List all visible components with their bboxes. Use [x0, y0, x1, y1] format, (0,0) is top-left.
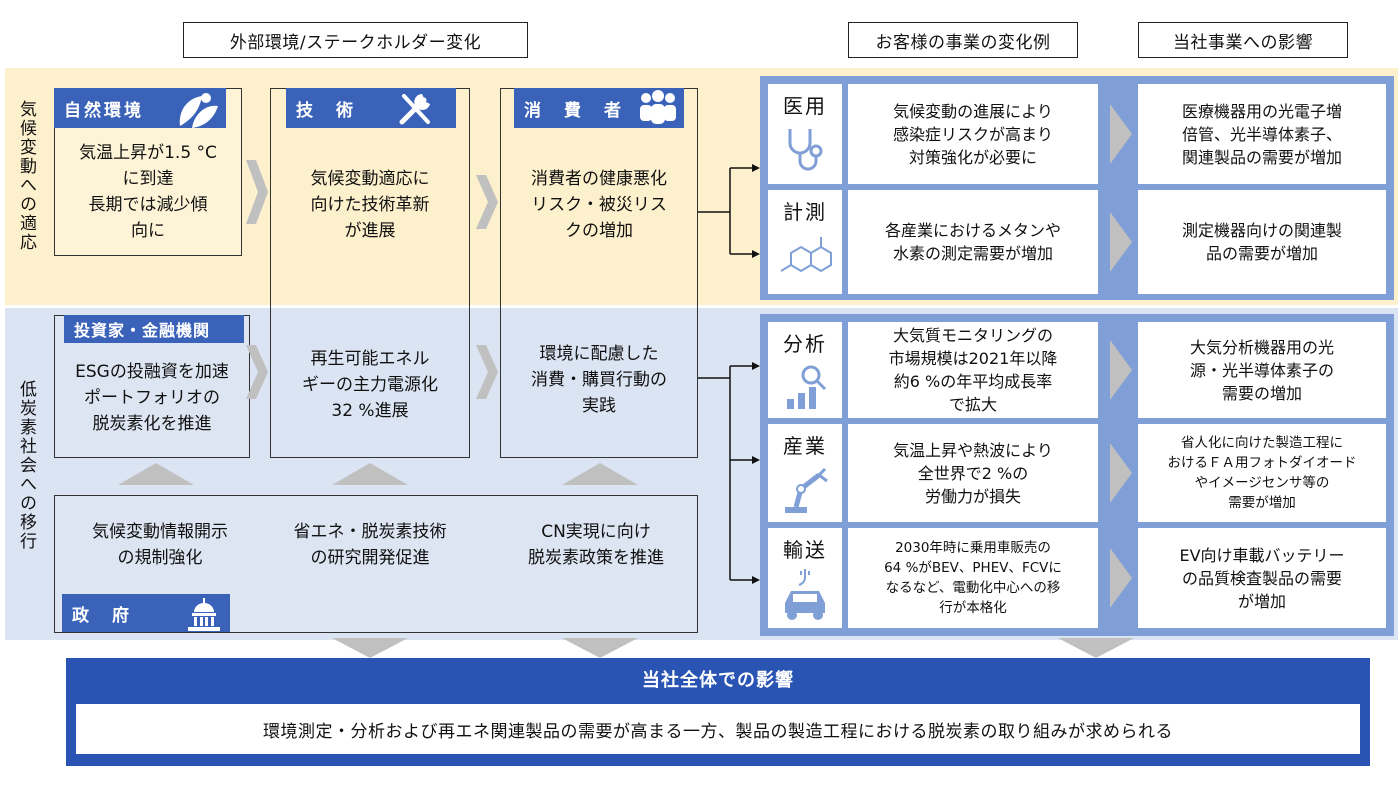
leaf-nature-icon: [172, 88, 222, 132]
bottom-title: 当社全体での影響: [642, 670, 794, 691]
investor-title-label: 投資家・金融機関: [74, 321, 211, 340]
bottom-text: 環境測定・分析および再エネ関連製品の需要が高まる一方、製品の製造工程における脱炭…: [76, 704, 1360, 754]
row-medical-label: 医用: [783, 94, 827, 118]
government-item2: 省エネ・脱炭素技術 の研究開発促進: [293, 522, 447, 568]
header-customer: お客様の事業の変化例: [848, 22, 1078, 58]
investor-title: 投資家・金融機関: [64, 315, 244, 343]
row-measurement-arrow: [1110, 212, 1132, 272]
row-industry-label: 産業: [783, 434, 827, 458]
header-customer-label: お客様の事業の変化例: [875, 32, 1051, 53]
row-transport-arrow: [1110, 548, 1132, 608]
arrow-right-1: [246, 160, 268, 224]
bottom-text-label: 環境測定・分析および再エネ関連製品の需要が高まる一方、製品の製造工程における脱炭…: [263, 721, 1173, 742]
row-measurement: 計測: [768, 190, 842, 294]
arrow-up-2: [332, 463, 408, 485]
arrow-down-2: [562, 638, 638, 658]
row-measurement-impact: 測定機器向けの関連製 品の需要が増加: [1138, 190, 1386, 294]
row-transport: 輸送: [768, 528, 842, 628]
row-industry-change: 気温上昇や熱波により 全世界で2 %の 労働力が損失: [848, 424, 1098, 522]
consumer-title-label: 消 費 者: [524, 100, 624, 121]
row-medical-impact: 医療機器用の光電子増 倍管、光半導体素子、 関連製品の需要が増加: [1138, 84, 1386, 184]
header-impact: 当社事業への影響: [1138, 22, 1348, 58]
band-label-lowcarbon: 低炭素社会への移行: [16, 380, 36, 551]
tech-title-label: 技 術: [296, 100, 356, 121]
row-transport-change: 2030年時に乗用車販売の 64 %がBEV、PHEV、FCVに なるなど、電動…: [848, 528, 1098, 628]
tech-text: 気候変動適応に 向けた技術革新 が進展: [310, 169, 430, 241]
investor-text: ESGの投融資を加速 ポートフォリオの 脱炭素化を推進: [75, 362, 229, 434]
row-industry-impact: 省人化に向けた製造工程に おけるＦＡ用フォトダイオード やイメージセンサ等の 需…: [1138, 424, 1386, 522]
nature-title-label: 自然環境: [64, 100, 144, 121]
bottom-summary: 当社全体での影響 環境測定・分析および再エネ関連製品の需要が高まる一方、製品の製…: [66, 658, 1370, 766]
header-external: 外部環境/ステークホルダー変化: [183, 22, 528, 58]
ev-car-icon: [785, 569, 825, 620]
connector-lines: [698, 164, 760, 584]
row-analysis-label: 分析: [783, 332, 827, 356]
tools-icon: [396, 90, 436, 128]
molecule-icon: [780, 237, 832, 273]
header-external-label: 外部環境/ステークホルダー変化: [229, 32, 482, 53]
arrow-right-3: [246, 345, 268, 399]
band-label-climate: 気候変動への適応: [16, 100, 36, 252]
row-industry-arrow: [1110, 443, 1132, 503]
row-medical: 医用: [768, 84, 842, 184]
row-medical-change: 気候変動の進展により 感染症リスクが高まり 対策強化が必要に: [848, 84, 1098, 184]
government-item1: 気候変動情報開示 の規制強化: [92, 522, 228, 568]
row-analysis-change: 大気質モニタリングの 市場規模は2021年以降 約6 %の年平均成長率 で拡大: [848, 322, 1098, 418]
row-industry: 産業: [768, 424, 842, 522]
analysis-chart-icon: [787, 365, 827, 409]
row-medical-arrow: [1110, 104, 1132, 164]
header-impact-label: 当社事業への影響: [1173, 32, 1313, 53]
robot-arm-icon: [785, 467, 828, 513]
tech-text2: 再生可能エネル ギーの主力電源化 32 %進展: [302, 349, 438, 421]
row-analysis: 分析: [768, 322, 842, 418]
row-measurement-change: 各産業におけるメタンや 水素の測定需要が増加: [848, 190, 1098, 294]
row-transport-label: 輸送: [783, 538, 827, 562]
government-item3: CN実現に向け 脱炭素政策を推進: [528, 522, 664, 568]
row-measurement-label: 計測: [783, 200, 827, 224]
arrow-up-1: [118, 463, 194, 485]
arrow-up-3: [562, 463, 638, 485]
row-analysis-arrow: [1110, 340, 1132, 400]
arrow-right-4: [476, 345, 498, 399]
stethoscope-icon: [788, 129, 823, 171]
row-transport-impact: EV向け車載バッテリー の品質検査製品の需要 が増加: [1138, 528, 1386, 628]
consumer-text: 消費者の健康悪化 リスク・被災リス クの増加: [531, 169, 667, 241]
people-icon: [636, 90, 680, 126]
arrow-down-3: [1058, 638, 1134, 658]
consumer-text2: 環境に配慮した 消費・購買行動の 実践: [531, 344, 667, 416]
capitol-icon: [184, 596, 224, 632]
row-analysis-impact: 大気分析機器用の光 源・光半導体素子の 需要の増加: [1138, 322, 1386, 418]
government-title-label: 政 府: [72, 605, 132, 626]
arrow-right-2: [476, 175, 498, 229]
nature-text: 気温上昇が1.5 °C に到達 長期では減少傾 向に: [79, 143, 217, 241]
arrow-down-1: [332, 638, 408, 658]
